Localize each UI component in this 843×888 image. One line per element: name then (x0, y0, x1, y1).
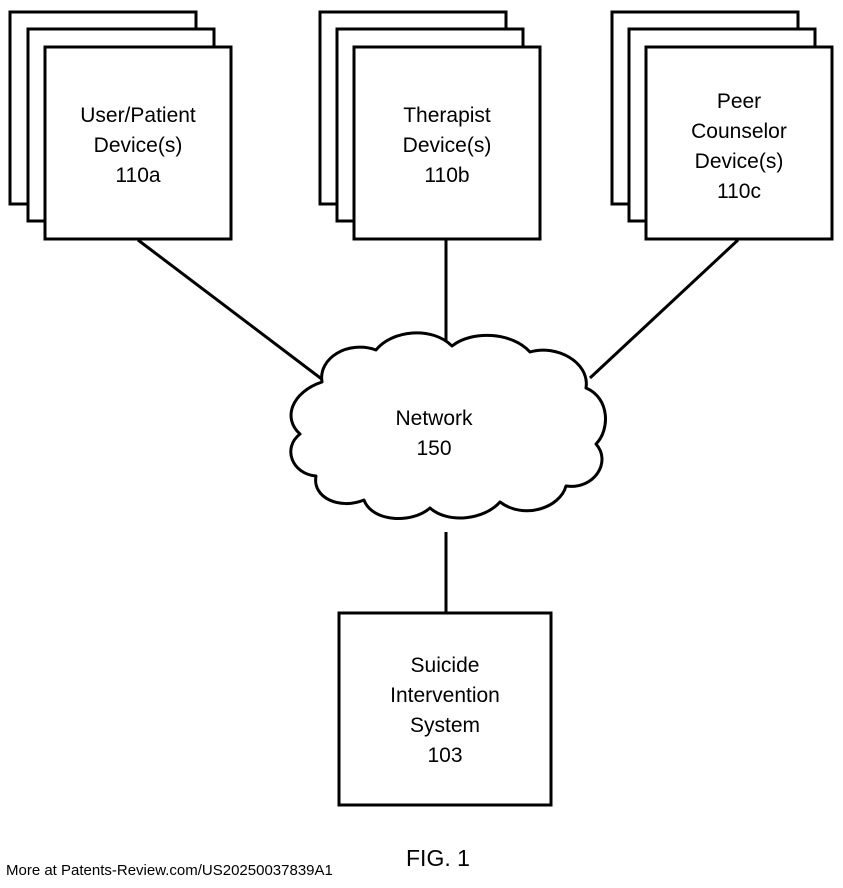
user-device-label-line-2: Device(s) (94, 134, 183, 157)
peer-device-label-line-2: Counselor (691, 120, 787, 143)
user-device-label-line-1: User/Patient (80, 104, 196, 127)
therapist-device-label-line-3: 110b (424, 164, 469, 187)
user-device-label-line-3: 110a (115, 164, 160, 187)
intervention-system-label-line-3: System (410, 714, 480, 737)
intervention-system-label-line-1: Suicide (411, 654, 480, 677)
intervention-system-box (339, 613, 551, 805)
source-footer-link[interactable]: More at Patents-Review.com/US20250037839… (6, 862, 333, 879)
network-label-line-2: 150 (416, 437, 451, 460)
peer-device-label-line-3: Device(s) (695, 150, 784, 173)
intervention-system-label-line-2: Intervention (390, 684, 500, 707)
peer-device-label-line-1: Peer (717, 90, 761, 113)
connector-user-network (138, 240, 323, 380)
peer-device-card-front (646, 47, 832, 239)
therapist-device-label-line-1: Therapist (403, 104, 491, 127)
intervention-system-label-line-4: 103 (427, 744, 462, 767)
peer-device-label-line-4: 110c (717, 180, 761, 203)
therapist-device-label-line-2: Device(s) (403, 134, 492, 157)
figure-caption: FIG. 1 (406, 845, 470, 872)
connector-peer-network (590, 240, 738, 378)
network-label-line-1: Network (395, 407, 473, 430)
